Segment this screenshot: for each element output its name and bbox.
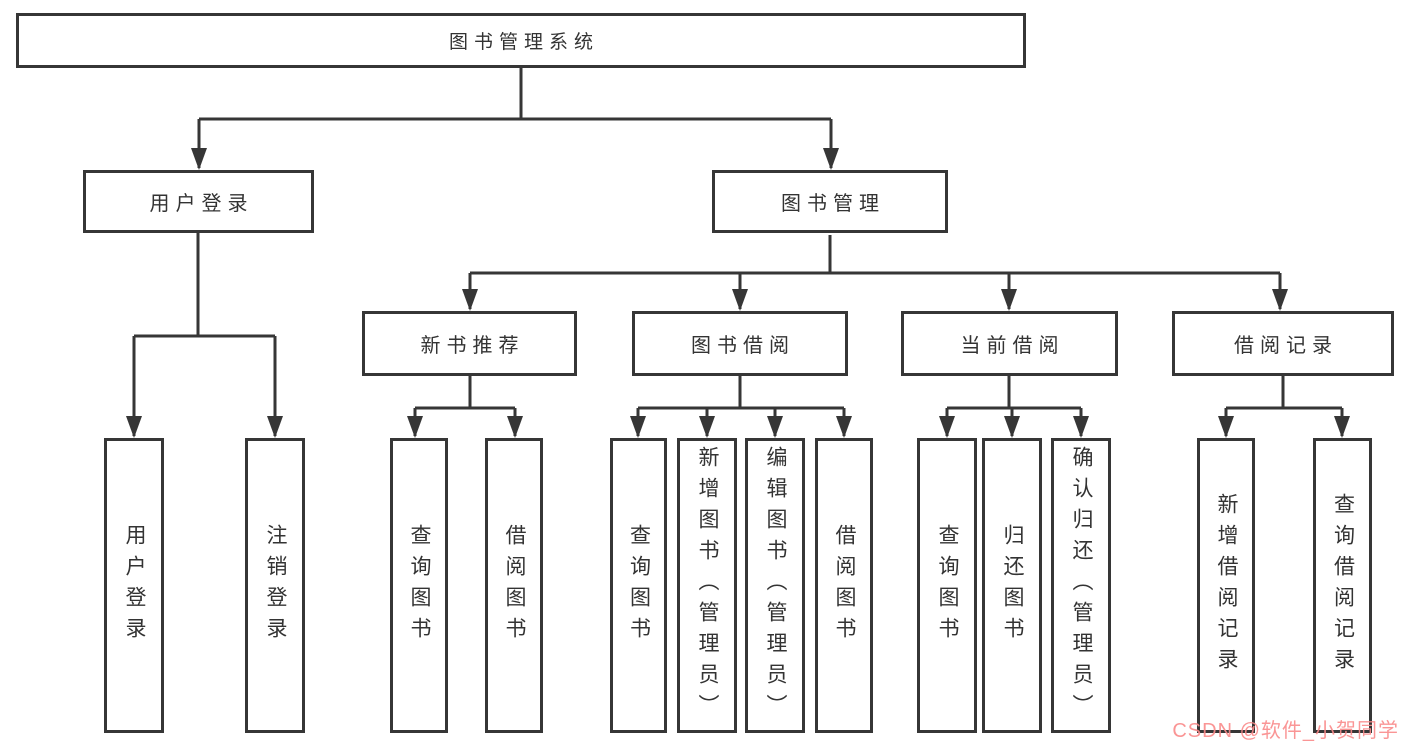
- leaf-logout: 注销登录: [245, 438, 305, 733]
- leaf-query-books-borrow: 查询图书: [610, 438, 667, 733]
- leaf-edit-books-admin: 编辑图书（管理员）: [745, 438, 805, 733]
- leaf-add-borrow-record: 新增借阅记录: [1197, 438, 1255, 733]
- node-borrow-record-label: 借阅记录: [1234, 335, 1338, 357]
- node-new-book-recommend-label: 新书推荐: [420, 335, 525, 357]
- leaf-user-login: 用户登录: [104, 438, 164, 733]
- node-root-label: 图书管理系统: [448, 32, 599, 53]
- leaf-borrow-books-label: 借阅图书: [833, 523, 856, 648]
- leaf-edit-books-admin-label: 编辑图书（管理员）: [764, 446, 787, 725]
- node-book-management-label: 图书管理: [781, 193, 885, 215]
- node-book-borrow-label: 图书借阅: [691, 335, 795, 357]
- node-book-borrow: 图书借阅: [632, 311, 848, 376]
- leaf-return-books-label: 归还图书: [1001, 523, 1024, 648]
- leaf-add-books-admin-label: 新增图书（管理员）: [696, 446, 719, 725]
- leaf-confirm-return-admin: 确认归还（管理员）: [1051, 438, 1111, 733]
- node-new-book-recommend: 新书推荐: [362, 311, 577, 376]
- leaf-borrow-books-newbook-label: 借阅图书: [503, 523, 526, 648]
- node-root: 图书管理系统: [16, 13, 1026, 68]
- leaf-query-books-newbook-label: 查询图书: [408, 523, 431, 648]
- leaf-borrow-books: 借阅图书: [815, 438, 873, 733]
- leaf-logout-label: 注销登录: [264, 523, 287, 648]
- leaf-query-borrow-record: 查询借阅记录: [1313, 438, 1372, 733]
- leaf-add-books-admin: 新增图书（管理员）: [677, 438, 737, 733]
- leaf-return-books: 归还图书: [982, 438, 1042, 733]
- leaf-borrow-books-newbook: 借阅图书: [485, 438, 543, 733]
- csdn-watermark: CSDN @软件_小贺同学: [1172, 720, 1399, 742]
- leaf-user-login-label: 用户登录: [123, 523, 146, 648]
- leaf-confirm-return-admin-label: 确认归还（管理员）: [1070, 446, 1093, 725]
- node-book-management: 图书管理: [712, 170, 948, 233]
- node-user-login: 用户登录: [83, 170, 314, 233]
- leaf-query-books-current-label: 查询图书: [936, 523, 959, 648]
- leaf-query-books-newbook: 查询图书: [390, 438, 448, 733]
- node-user-login-label: 用户登录: [149, 193, 254, 215]
- leaf-query-borrow-record-label: 查询借阅记录: [1331, 492, 1355, 679]
- arrowheads: [126, 148, 1350, 438]
- node-current-borrow-label: 当前借阅: [960, 335, 1065, 357]
- node-current-borrow: 当前借阅: [901, 311, 1118, 376]
- node-borrow-record: 借阅记录: [1172, 311, 1394, 376]
- leaf-add-borrow-record-label: 新增借阅记录: [1215, 492, 1238, 679]
- leaf-query-books-borrow-label: 查询图书: [627, 523, 651, 648]
- leaf-query-books-current: 查询图书: [917, 438, 977, 733]
